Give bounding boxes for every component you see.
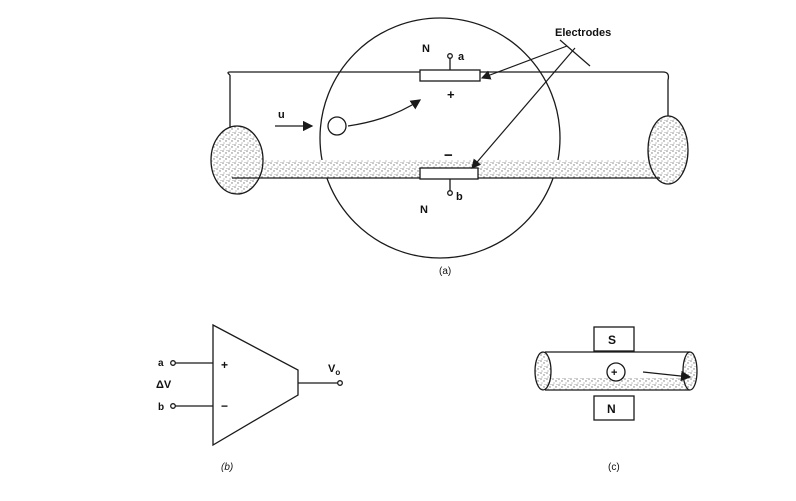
output-node	[337, 380, 343, 386]
label-a: a	[458, 51, 465, 63]
label-n-bottom: N	[420, 204, 428, 216]
small-flow-arrow	[642, 370, 692, 382]
small-pipe-left-end	[534, 351, 552, 391]
diagram-b: a b ΔV + − Vo (b)	[156, 323, 343, 473]
label-u: u	[278, 109, 285, 121]
pipe-top-wall	[227, 71, 670, 116]
input-a-node	[170, 360, 176, 366]
pointer-stub	[559, 39, 591, 67]
pipe-left-end	[210, 125, 264, 195]
small-pipe-right-end	[682, 351, 698, 391]
caption-c: (c)	[608, 462, 620, 473]
terminal-b-node	[447, 190, 453, 196]
label-b-minus: −	[221, 399, 228, 413]
top-electrode	[419, 69, 481, 82]
label-vo: Vo	[328, 363, 340, 377]
amplifier-triangle	[212, 323, 299, 447]
label-c-plus: +	[611, 367, 617, 379]
label-plus-top: +	[447, 87, 455, 102]
magnet-s	[593, 326, 635, 352]
magnet-n	[593, 395, 635, 421]
label-delta-v: ΔV	[156, 379, 172, 391]
label-c-n: N	[607, 402, 616, 416]
label-s: S	[608, 333, 616, 347]
charged-particle	[327, 116, 347, 136]
pointer-bottom-electrode	[471, 47, 576, 169]
diagram-a: Electrodes N a + − u N b (a)	[210, 17, 689, 277]
input-b-node	[170, 403, 176, 409]
label-b-plus: +	[221, 358, 228, 372]
caption-b: (b)	[221, 462, 233, 473]
label-b-b: b	[158, 402, 164, 413]
label-n-top: N	[422, 43, 430, 55]
caption-a: (a)	[439, 266, 451, 277]
small-particle	[606, 362, 626, 382]
label-electrodes: Electrodes	[555, 27, 611, 39]
label-minus-bottom: −	[444, 147, 453, 164]
terminal-a-node	[447, 53, 453, 59]
label-b-a: a	[158, 358, 164, 369]
label-b: b	[456, 191, 463, 203]
magnet-circle	[319, 17, 561, 259]
pipe-right-end	[647, 115, 689, 185]
bottom-electrode	[419, 167, 479, 180]
pointer-top-electrode	[480, 45, 568, 80]
small-pipe-stipple	[540, 378, 690, 390]
particle-trajectory	[347, 99, 422, 127]
diagram-c: S N + (c)	[534, 326, 698, 473]
